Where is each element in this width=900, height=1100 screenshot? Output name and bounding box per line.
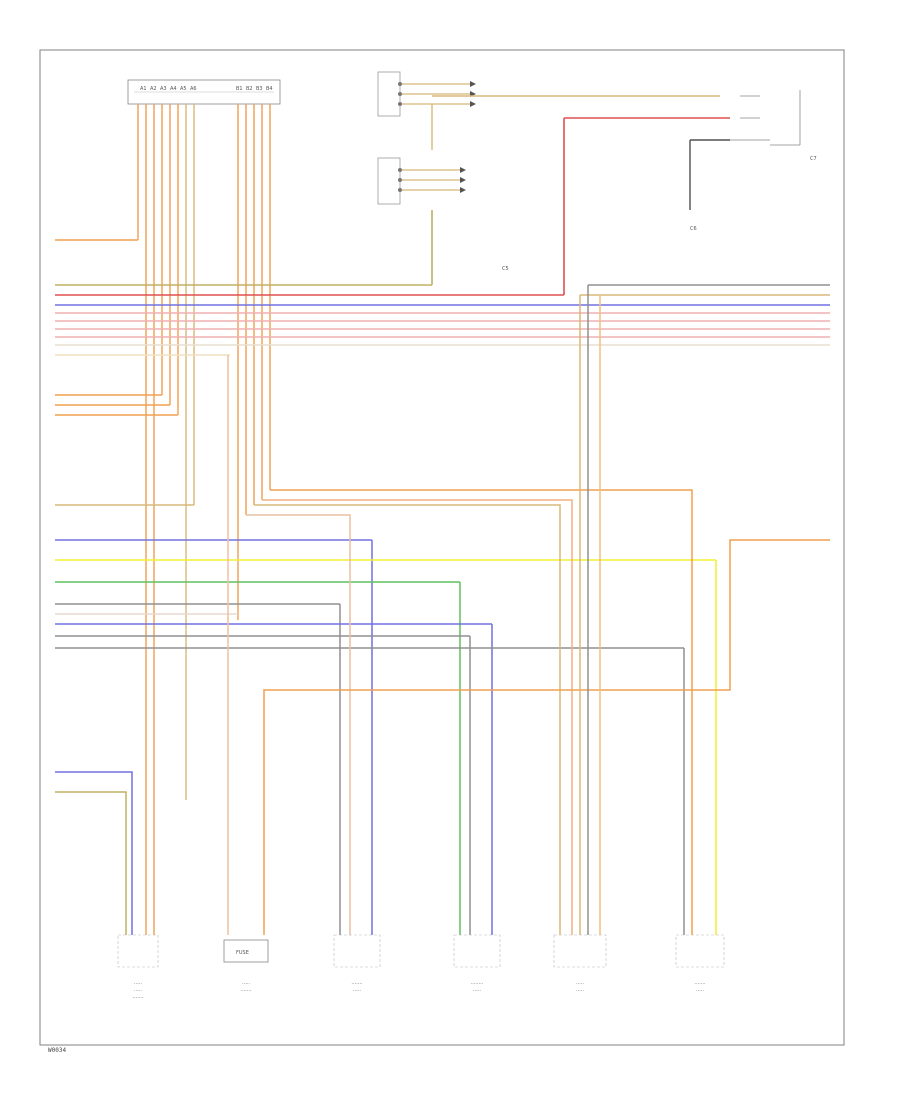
harness-pin-b1: B1 <box>236 86 243 92</box>
connector-labels: C5 C6 C7 <box>502 156 817 272</box>
ignition-switch <box>564 90 801 210</box>
component-2-relay-box: FUSE ····· ······· <box>223 939 269 994</box>
svg-text:·······: ······· <box>132 995 144 1001</box>
svg-text:········: ········ <box>471 981 484 987</box>
left-stub-wires <box>55 239 194 506</box>
svg-text:·······: ······· <box>694 981 706 987</box>
harness-pin-b4: B4 <box>266 86 273 92</box>
harness-pigtails <box>137 104 271 935</box>
harness-pin-labels: A1 A2 A3 A4 A5 A6 B1 B2 B3 B4 <box>140 86 273 92</box>
svg-text:·····: ····· <box>576 981 584 987</box>
component-5-switch: ····· ····· <box>553 934 607 994</box>
orange-routes <box>227 285 830 935</box>
svg-text:·······: ······· <box>351 981 363 987</box>
component-6-switch: ······· ····· <box>675 934 725 994</box>
svg-text:·····: ····· <box>134 981 142 987</box>
harness-pin-b2: B2 <box>246 86 253 92</box>
bus-lines <box>55 284 830 356</box>
switch-connector-lower <box>377 104 466 205</box>
connector-c6: C6 <box>690 226 697 232</box>
signal-lines <box>55 539 717 935</box>
svg-text:·····: ····· <box>696 988 704 994</box>
bottom-components: ····· ····· ······· FUSE ····· ······· ·… <box>117 934 725 1001</box>
harness-pin-a2: A2 <box>150 86 157 92</box>
figure-code: W0034 <box>48 1047 66 1054</box>
connector-c7: C7 <box>810 156 817 162</box>
svg-text:·····: ····· <box>134 988 142 994</box>
svg-text:·····: ····· <box>473 988 481 994</box>
bottom-left-stubs <box>55 771 133 935</box>
harness-connector: A1 A2 A3 A4 A5 A6 B1 B2 B3 B4 <box>127 79 281 105</box>
harness-pin-a3: A3 <box>160 86 167 92</box>
harness-pin-a5: A5 <box>180 86 187 92</box>
diagram-frame <box>39 49 845 1046</box>
component-3-switch: ······· ····· <box>333 934 381 994</box>
switch-connector-upper <box>377 71 476 117</box>
component-4-switch: ········ ····· <box>453 934 501 994</box>
harness-pin-b3: B3 <box>256 86 263 92</box>
svg-text:·······: ······· <box>240 988 252 994</box>
svg-text:·····: ····· <box>353 988 361 994</box>
svg-text:·····: ····· <box>576 988 584 994</box>
harness-pin-a6: A6 <box>190 86 197 92</box>
harness-pin-a4: A4 <box>170 86 177 92</box>
relay-box-label: FUSE <box>236 950 249 956</box>
harness-pin-a1: A1 <box>140 86 147 92</box>
connector-c5: C5 <box>502 266 509 272</box>
component-1-sensor: ····· ····· ······· <box>117 934 159 1001</box>
svg-text:·····: ····· <box>242 981 250 987</box>
